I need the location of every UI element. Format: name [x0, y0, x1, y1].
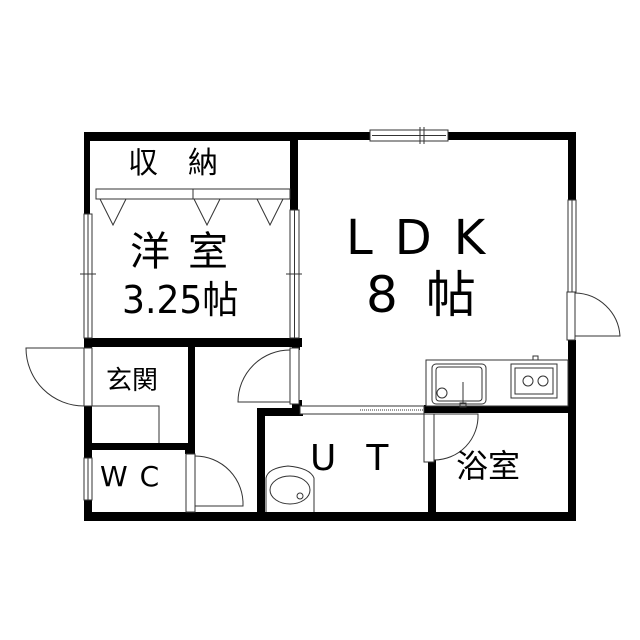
fixtures: [92, 355, 569, 512]
windows: [80, 127, 577, 501]
room-size-ldk-number: 8: [366, 266, 398, 324]
doors: [25, 188, 621, 513]
room-label-western-room: 洋室: [130, 229, 246, 275]
room-label-bathroom: 浴室: [456, 447, 521, 485]
room-label-storage: 収納: [128, 146, 248, 181]
room-size-ldk-unit: 帖: [425, 266, 476, 324]
room-label-wc: WC: [100, 460, 172, 493]
room-label-entrance: 玄関: [106, 366, 159, 396]
room-label-ldk: LDK: [346, 210, 508, 266]
walls: [84, 132, 576, 521]
room-size-western-room: 3.25帖: [122, 278, 239, 322]
room-label-utility: UT: [310, 438, 419, 479]
